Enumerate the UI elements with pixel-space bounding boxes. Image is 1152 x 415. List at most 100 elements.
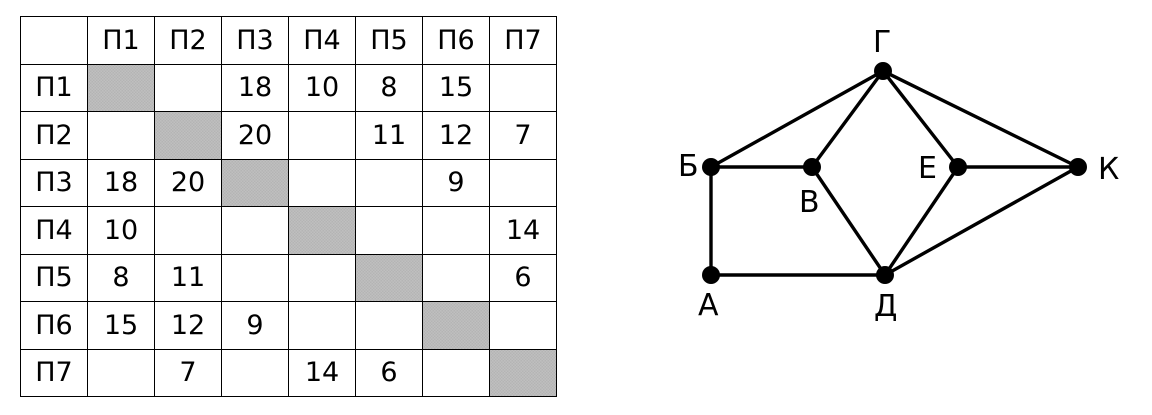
matrix-column-header: П1 — [87, 16, 155, 65]
matrix-cell: 8 — [87, 253, 155, 302]
graph-edge-g-k — [881, 69, 1080, 169]
matrix-row-header: П3 — [20, 158, 88, 207]
matrix-cell: 6 — [355, 348, 423, 397]
matrix-diagonal-cell — [87, 63, 155, 112]
matrix-cell — [489, 301, 557, 350]
graph-edge-v-g — [810, 69, 885, 169]
matrix-cell — [355, 301, 423, 350]
matrix-cell — [154, 206, 222, 255]
graph-node-g — [874, 62, 892, 80]
matrix-row-header: П6 — [20, 301, 88, 350]
matrix-diagonal-cell — [154, 111, 222, 160]
matrix-cell: 20 — [154, 158, 222, 207]
graph-edge-d-e — [883, 165, 960, 277]
graph-node-b — [702, 158, 720, 176]
matrix-cell — [154, 63, 222, 112]
matrix-cell: 10 — [87, 206, 155, 255]
matrix-diagonal-cell — [288, 206, 356, 255]
matrix-cell: 14 — [288, 348, 356, 397]
graph-labels-group: А Б В Г Д Е К — [678, 25, 1119, 324]
matrix-row-header: П2 — [20, 111, 88, 160]
matrix-column-header: П7 — [489, 16, 557, 65]
matrix-cell: 11 — [154, 253, 222, 302]
graph-node-label-a: А — [698, 288, 719, 323]
graph-node-v — [803, 158, 821, 176]
graph-node-label-e: Е — [918, 151, 937, 186]
graph-node-a — [702, 266, 720, 284]
matrix-cell: 18 — [221, 63, 289, 112]
matrix-cell: 7 — [154, 348, 222, 397]
matrix-cell: 15 — [87, 301, 155, 350]
matrix-diagonal-cell — [221, 158, 289, 207]
matrix-column-header: П4 — [288, 16, 356, 65]
graph-node-label-d: Д — [874, 289, 897, 324]
matrix-cell — [288, 301, 356, 350]
graph-nodes-group — [702, 62, 1087, 284]
matrix-row-header: П4 — [20, 206, 88, 255]
matrix-row-header: П7 — [20, 348, 88, 397]
matrix-cell: 12 — [422, 111, 490, 160]
matrix-column-header: П3 — [221, 16, 289, 65]
matrix-cell — [288, 253, 356, 302]
matrix-cell — [355, 206, 423, 255]
graph-edge-b-g — [709, 69, 885, 169]
graph-node-k — [1069, 158, 1087, 176]
matrix-cell: 7 — [489, 111, 557, 160]
graph-node-label-v: В — [799, 185, 820, 220]
matrix-cell — [422, 253, 490, 302]
matrix-cell — [288, 158, 356, 207]
matrix-cell: 12 — [154, 301, 222, 350]
matrix-diagonal-cell — [422, 301, 490, 350]
graph-node-label-b: Б — [678, 149, 699, 184]
matrix-cell — [221, 253, 289, 302]
matrix-diagonal-cell — [355, 253, 423, 302]
graph-diagram: А Б В Г Д Е К — [620, 0, 1152, 415]
graph-edge-d-k — [883, 165, 1080, 277]
graph-edge-v-d — [810, 165, 887, 277]
matrix-cell: 8 — [355, 63, 423, 112]
matrix-cell: 9 — [221, 301, 289, 350]
matrix-cell: 11 — [355, 111, 423, 160]
matrix-cell — [489, 63, 557, 112]
matrix-cell — [87, 111, 155, 160]
matrix-cell: 6 — [489, 253, 557, 302]
matrix-cell — [355, 158, 423, 207]
matrix-diagonal-cell — [489, 348, 557, 397]
graph-node-label-g: Г — [873, 25, 891, 60]
matrix-column-header: П6 — [422, 16, 490, 65]
matrix-cell: 10 — [288, 63, 356, 112]
matrix-row-header: П1 — [20, 63, 88, 112]
matrix-cell — [221, 206, 289, 255]
matrix-cell: 18 — [87, 158, 155, 207]
graph-svg: А Б В Г Д Е К — [678, 25, 1119, 324]
graph-node-label-k: К — [1098, 152, 1119, 187]
graph-edge-g-e — [881, 69, 960, 169]
graph-node-d — [876, 266, 894, 284]
graph-node-e — [949, 158, 967, 176]
matrix-cell — [422, 206, 490, 255]
matrix-cell: 14 — [489, 206, 557, 255]
matrix-cell — [422, 348, 490, 397]
matrix-cell: 20 — [221, 111, 289, 160]
matrix-cell: 15 — [422, 63, 490, 112]
matrix-cell — [87, 348, 155, 397]
matrix-cell — [288, 111, 356, 160]
matrix-corner-cell — [20, 16, 88, 65]
matrix-column-header: П2 — [154, 16, 222, 65]
matrix-row-header: П5 — [20, 253, 88, 302]
matrix-column-header: П5 — [355, 16, 423, 65]
matrix-cell — [221, 348, 289, 397]
graph-edges-group — [709, 69, 1080, 277]
matrix-cell — [489, 158, 557, 207]
